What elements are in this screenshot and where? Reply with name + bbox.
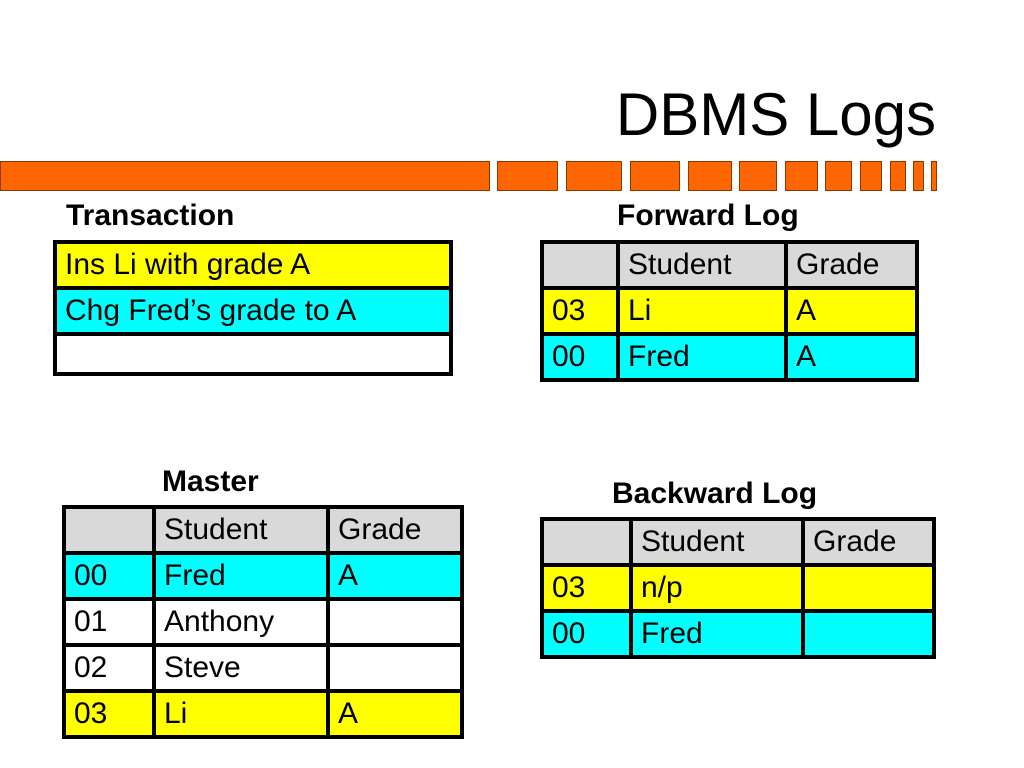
table-row: Ins Li with grade A	[53, 240, 453, 290]
bar-segment	[825, 161, 852, 191]
bar-segment	[739, 161, 777, 191]
grade-cell	[801, 563, 936, 613]
table-row: 03 n/p	[540, 563, 936, 613]
table-row: 00 Fred A	[540, 332, 919, 382]
forward-log-table: Student Grade 03 Li A 00 Fred A	[540, 240, 919, 382]
master-caption: Master	[162, 465, 259, 498]
table-row	[53, 332, 453, 376]
id-cell: 03	[62, 689, 156, 739]
header-cell: Student	[629, 517, 805, 567]
student-cell: Li	[616, 286, 788, 336]
grade-cell	[801, 609, 936, 659]
bar-segment	[931, 161, 937, 191]
id-cell: 01	[62, 597, 156, 647]
id-cell: 03	[540, 286, 620, 336]
header-cell: Grade	[801, 517, 936, 567]
slide-title: DBMS Logs	[615, 81, 936, 148]
student-cell: n/p	[629, 563, 805, 613]
bar-segment	[913, 161, 924, 191]
header-cell	[540, 517, 633, 567]
grade-cell: A	[784, 286, 919, 336]
table-header-row: Student Grade	[62, 505, 464, 555]
table-row: 03 Li A	[62, 689, 464, 739]
table-row: 03 Li A	[540, 286, 919, 336]
transaction-cell: Ins Li with grade A	[53, 240, 453, 290]
bar-segment	[566, 161, 622, 191]
bar-segment	[785, 161, 818, 191]
master-table: Student Grade 00 Fred A 01 Anthony 02 St…	[62, 505, 464, 739]
header-cell: Grade	[784, 240, 919, 290]
student-cell: Steve	[152, 643, 330, 693]
header-cell	[540, 240, 620, 290]
backward-log-caption: Backward Log	[612, 477, 818, 510]
student-cell: Fred	[629, 609, 805, 659]
table-row: 00 Fred A	[62, 551, 464, 601]
bar-segment	[630, 161, 680, 191]
id-cell: 02	[62, 643, 156, 693]
transaction-caption: Transaction	[66, 199, 235, 232]
student-cell: Anthony	[152, 597, 330, 647]
id-cell: 00	[62, 551, 156, 601]
grade-cell: A	[326, 689, 464, 739]
table-row: Chg Fred’s grade to A	[53, 286, 453, 336]
transaction-table: Ins Li with grade A Chg Fred’s grade to …	[53, 240, 453, 376]
id-cell: 00	[540, 332, 620, 382]
bar-segment	[890, 161, 906, 191]
header-cell: Student	[616, 240, 788, 290]
forward-log-caption: Forward Log	[617, 199, 799, 232]
grade-cell	[326, 597, 464, 647]
table-header-row: Student Grade	[540, 240, 919, 290]
title-decoration-bar	[0, 161, 940, 194]
student-cell: Li	[152, 689, 330, 739]
bar-segment	[860, 161, 882, 191]
header-cell: Student	[152, 505, 330, 555]
transaction-cell	[53, 332, 453, 376]
header-cell	[62, 505, 156, 555]
table-row: 02 Steve	[62, 643, 464, 693]
table-row: 01 Anthony	[62, 597, 464, 647]
table-header-row: Student Grade	[540, 517, 936, 567]
bar-segment	[688, 161, 732, 191]
grade-cell	[326, 643, 464, 693]
header-cell: Grade	[326, 505, 464, 555]
backward-log-table: Student Grade 03 n/p 00 Fred	[540, 517, 936, 659]
bar-segment	[497, 161, 558, 191]
student-cell: Fred	[616, 332, 788, 382]
grade-cell: A	[326, 551, 464, 601]
transaction-cell: Chg Fred’s grade to A	[53, 286, 453, 336]
table-row: 00 Fred	[540, 609, 936, 659]
bar-segment	[0, 161, 490, 191]
student-cell: Fred	[152, 551, 330, 601]
grade-cell: A	[784, 332, 919, 382]
id-cell: 03	[540, 563, 633, 613]
id-cell: 00	[540, 609, 633, 659]
